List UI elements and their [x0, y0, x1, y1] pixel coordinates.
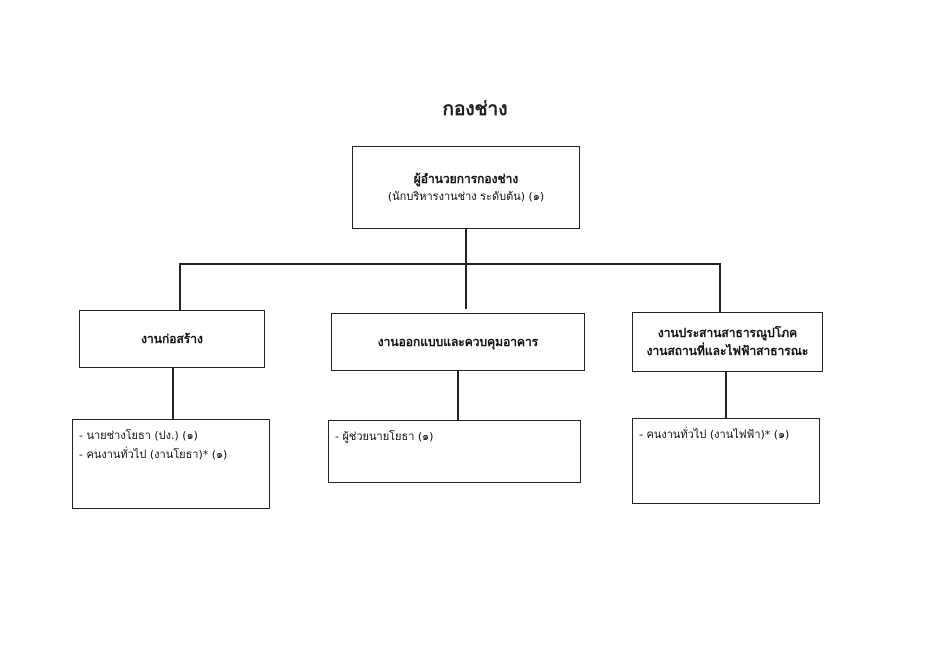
section-node-title-line1: งานประสานสาธารณูปโภค: [657, 326, 798, 340]
root-node-title: ผู้อำนวยการกองช่าง: [413, 172, 519, 186]
section-node-construction: งานก่อสร้าง: [79, 310, 265, 368]
list-item: - คนงานทั่วไป (งานไฟฟ้า)* (๑): [639, 428, 790, 441]
list-item: - นายช่างโยธา (ปง.) (๑): [79, 429, 198, 442]
list-item: - คนงานทั่วไป (งานโยธา)* (๑): [79, 448, 228, 461]
connector-bar-to-left: [179, 263, 181, 310]
connector-construction-down: [172, 368, 174, 419]
staff-list-construction: - นายช่างโยธา (ปง.) (๑) - คนงานทั่วไป (ง…: [72, 419, 270, 509]
section-node-design-control: งานออกแบบและควบคุมอาคาร: [331, 313, 585, 371]
root-node-subtitle: (นักบริหารงานช่าง ระดับต้น) (๑): [387, 190, 545, 203]
staff-list-utilities: - คนงานทั่วไป (งานไฟฟ้า)* (๑): [632, 418, 820, 504]
staff-list-design-control: - ผู้ช่วยนายโยธา (๑): [328, 420, 581, 483]
connector-utilities-down: [725, 372, 727, 418]
connector-bar-to-right: [719, 263, 721, 312]
section-node-title: งานก่อสร้าง: [141, 332, 203, 346]
page-title: กองช่าง: [442, 98, 508, 120]
section-node-title: งานออกแบบและควบคุมอาคาร: [377, 335, 539, 349]
connector-design-down: [457, 371, 459, 420]
section-node-title-line2: งานสถานที่และไฟฟ้าสาธารณะ: [646, 344, 809, 358]
connector-horizontal-bar: [179, 263, 720, 265]
section-node-utilities: งานประสานสาธารณูปโภค งานสถานที่และไฟฟ้าส…: [632, 312, 823, 372]
connector-root-down: [465, 229, 467, 309]
root-node: ผู้อำนวยการกองช่าง (นักบริหารงานช่าง ระด…: [352, 146, 580, 229]
list-item: - ผู้ช่วยนายโยธา (๑): [335, 430, 434, 443]
